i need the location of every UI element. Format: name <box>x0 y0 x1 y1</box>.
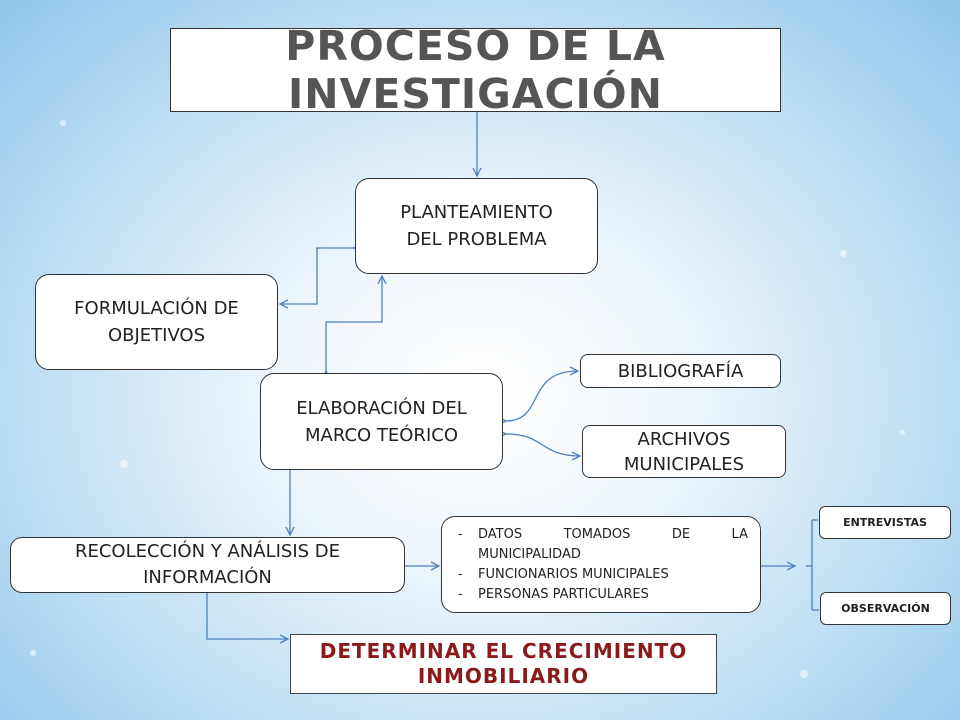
fuentes-item-1-cont: MUNICIPALIDAD <box>458 545 748 565</box>
background-sparkle <box>120 460 128 468</box>
node-planteamiento-line2: DEL PROBLEMA <box>406 229 547 250</box>
fuentes-item-3-text: PERSONAS PARTICULARES <box>478 587 649 602</box>
fuentes-item-3: - PERSONAS PARTICULARES <box>458 585 748 605</box>
fuentes-item-1-line1: DATOS TOMADOS DE LA <box>478 527 748 542</box>
background-sparkle <box>900 430 905 435</box>
node-recoleccion-line1: RECOLECCIÓN Y ANÁLISIS DE <box>74 541 341 562</box>
node-archivos-line1: ARCHIVOS <box>637 428 731 450</box>
node-planteamiento-line1: PLANTEAMIENTO <box>400 202 553 223</box>
node-elaboracion: ELABORACIÓN DEL MARCO TEÓRICO <box>260 373 503 470</box>
background-sparkle <box>840 250 847 257</box>
node-formulacion-line1: FORMULACIÓN DE <box>74 298 239 319</box>
bullet-dash: - <box>458 567 463 582</box>
node-fuentes: - DATOS TOMADOS DE LA MUNICIPALIDAD - FU… <box>441 516 761 613</box>
bracket-entrevistas-observacion <box>806 519 819 611</box>
page-title: PROCESO DE LA INVESTIGACIÓN <box>285 22 666 118</box>
fuentes-item-1: - DATOS TOMADOS DE LA <box>458 525 748 545</box>
node-observacion: OBSERVACIÓN <box>820 592 951 625</box>
connector-planteamiento-formulacion <box>280 248 354 304</box>
connector-elaboracion-bibliografia <box>506 371 578 421</box>
title-box: PROCESO DE LA INVESTIGACIÓN <box>170 22 781 118</box>
node-planteamiento: PLANTEAMIENTO DEL PROBLEMA <box>355 178 598 274</box>
fuentes-item-2: - FUNCIONARIOS MUNICIPALES <box>458 565 748 585</box>
node-determinar: DETERMINAR EL CRECIMIENTO INMOBILIARIO <box>290 634 717 694</box>
node-archivos: ARCHIVOS MUNICIPALES <box>582 425 786 478</box>
background-sparkle <box>800 670 808 678</box>
node-determinar-line2: INMOBILIARIO <box>417 664 590 688</box>
connector-elaboracion-archivos <box>506 434 580 456</box>
node-observacion-label: OBSERVACIÓN <box>841 602 930 615</box>
node-recoleccion: RECOLECCIÓN Y ANÁLISIS DE INFORMACIÓN <box>10 537 405 593</box>
node-bibliografia: BIBLIOGRAFÍA <box>580 354 781 388</box>
fuentes-item-2-text: FUNCIONARIOS MUNICIPALES <box>478 567 669 582</box>
connector-elaboracion-planteamiento <box>326 276 382 371</box>
bullet-dash: - <box>458 587 463 602</box>
background-sparkle <box>60 120 66 126</box>
background-sparkle <box>30 650 36 656</box>
node-elaboracion-line1: ELABORACIÓN DEL <box>296 397 467 419</box>
node-entrevistas: ENTREVISTAS <box>819 506 951 539</box>
fuentes-item-1-line2: MUNICIPALIDAD <box>478 547 581 562</box>
bullet-dash: - <box>458 527 463 542</box>
node-determinar-line1: DETERMINAR EL CRECIMIENTO <box>319 639 688 663</box>
node-elaboracion-line2: MARCO TEÓRICO <box>304 424 458 446</box>
node-bibliografia-label: BIBLIOGRAFÍA <box>617 360 744 382</box>
connector-recoleccion-determinar <box>206 593 288 639</box>
node-entrevistas-label: ENTREVISTAS <box>843 516 927 529</box>
node-archivos-line2: MUNICIPALES <box>623 453 745 475</box>
node-recoleccion-line2: INFORMACIÓN <box>143 567 272 588</box>
node-formulacion: FORMULACIÓN DE OBJETIVOS <box>35 274 278 370</box>
node-formulacion-line2: OBJETIVOS <box>107 325 206 346</box>
